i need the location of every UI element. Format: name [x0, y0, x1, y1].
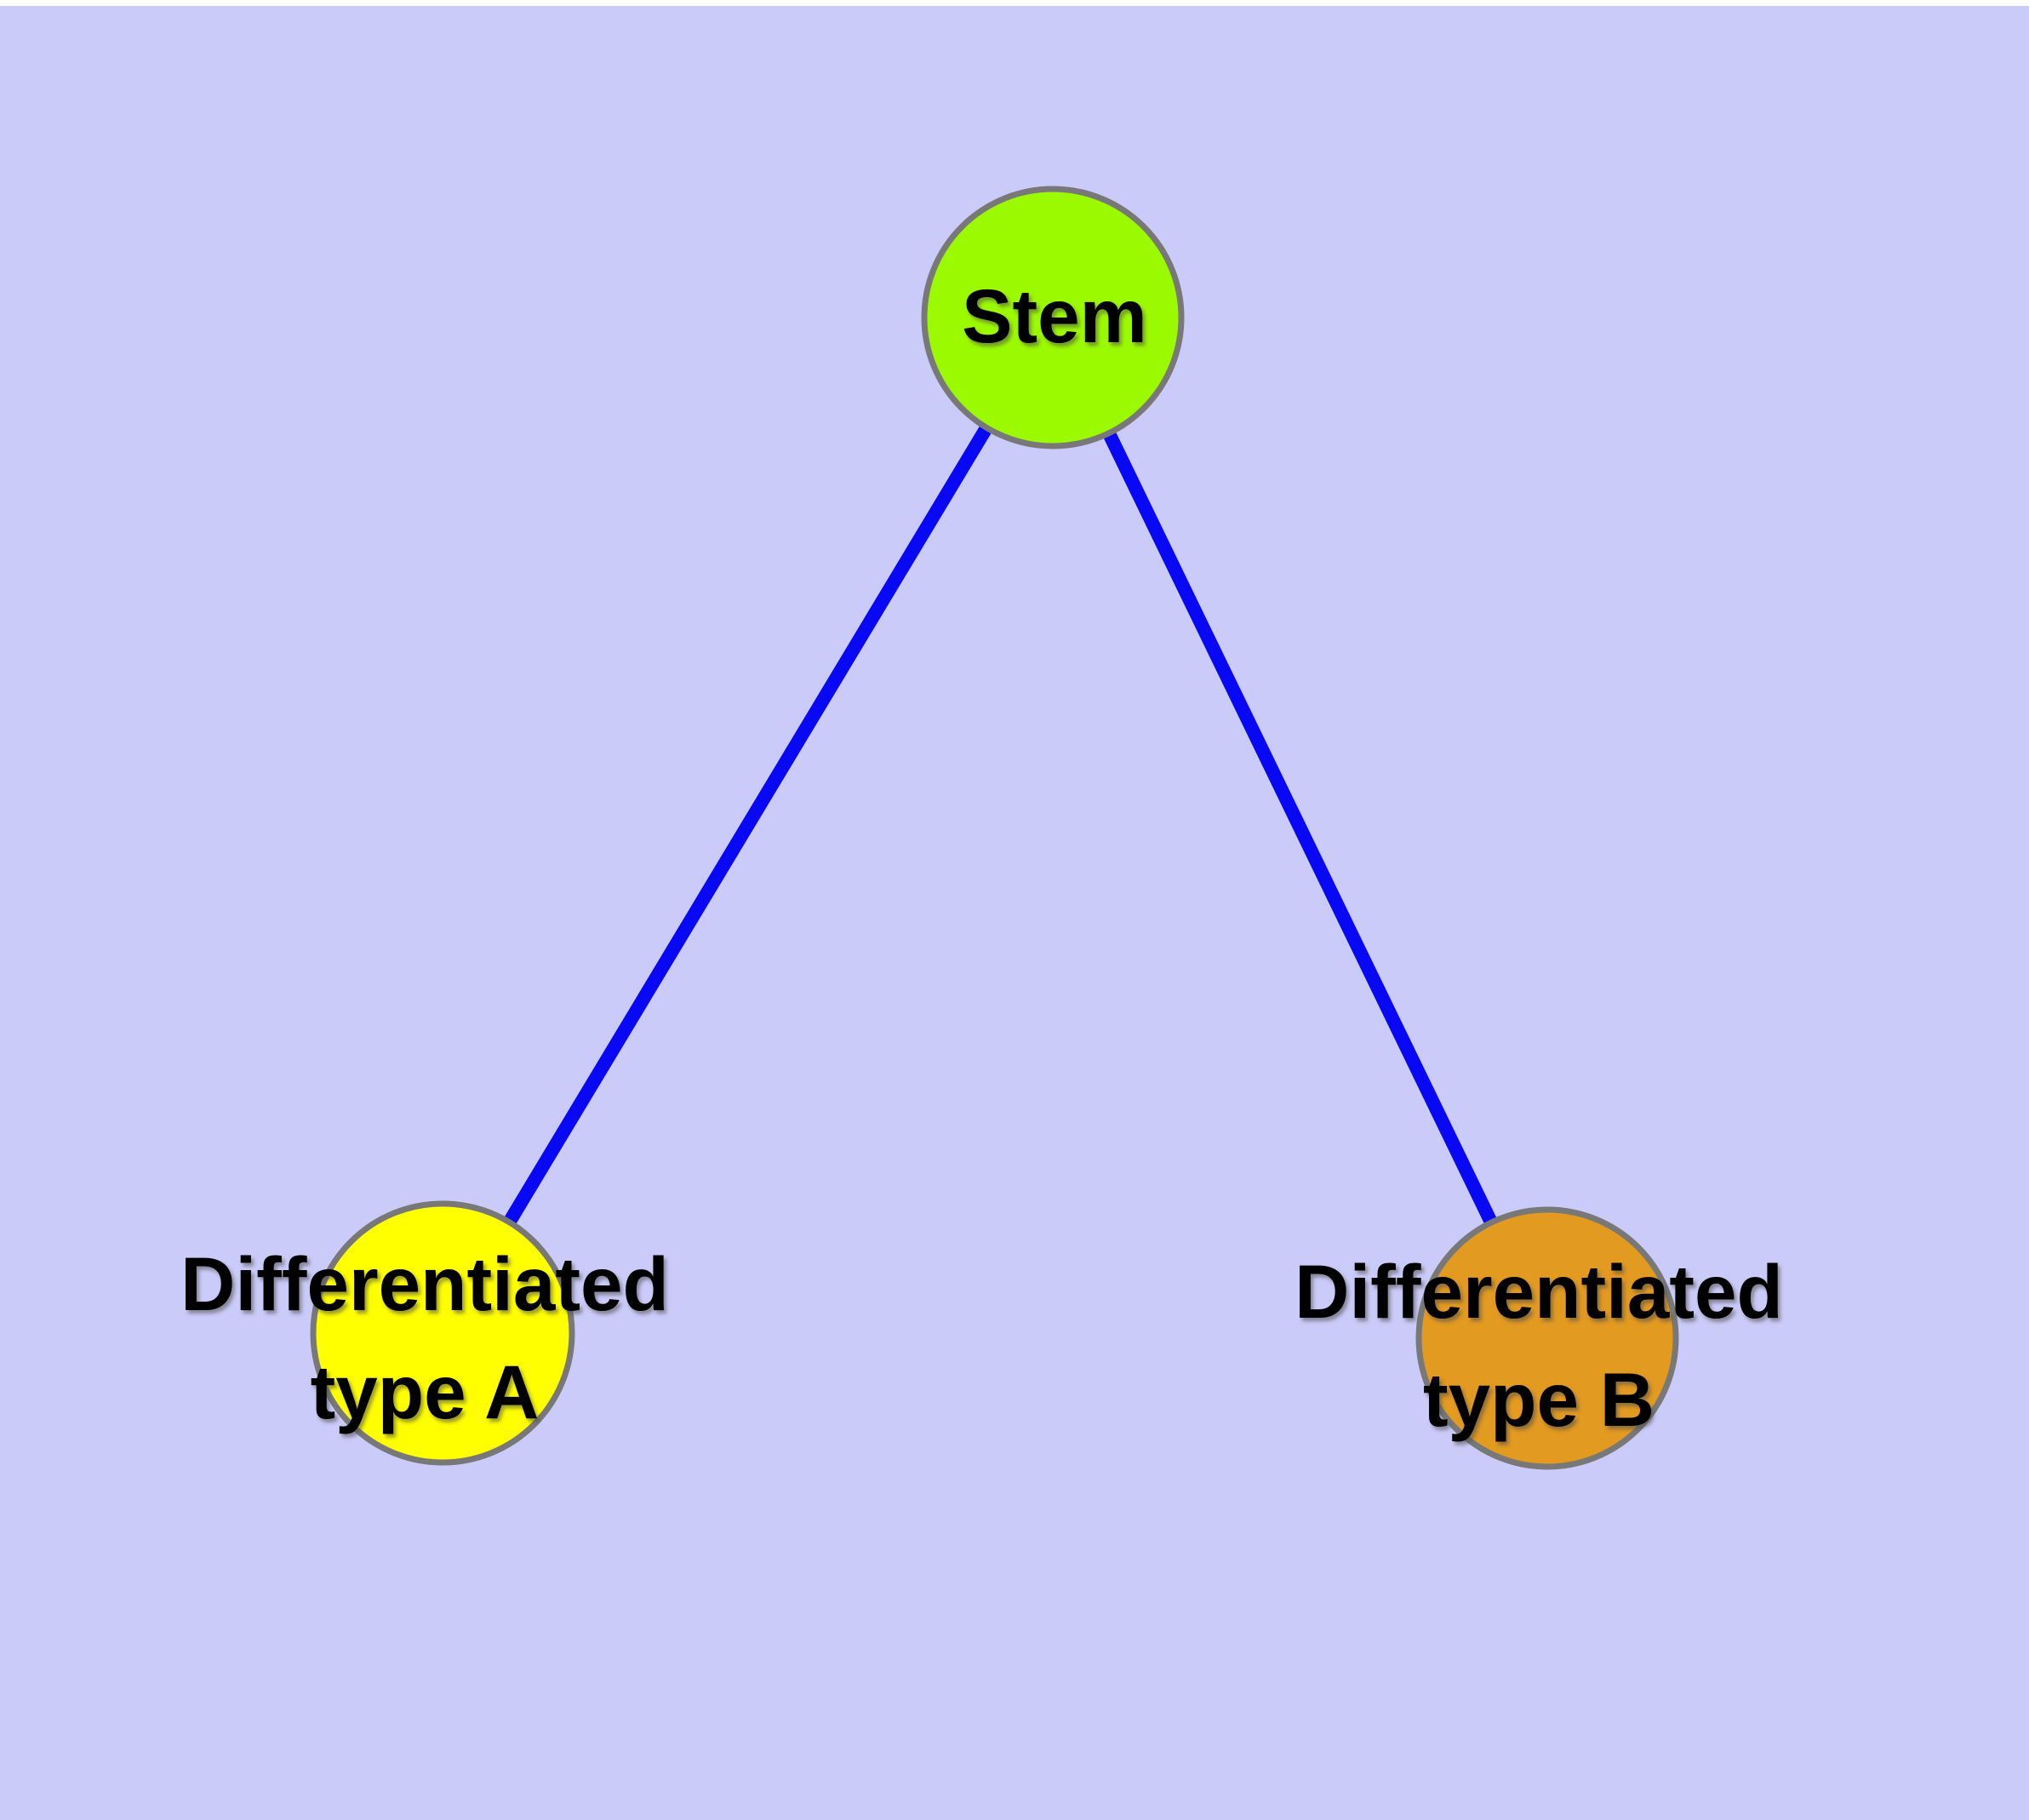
- node-differentiated-type-b: [1415, 1206, 1679, 1470]
- edge-stem-to-type-b: [1046, 314, 1554, 1342]
- node-type-a-label-line2: type A: [310, 1349, 540, 1434]
- node-type-b-label: Differentiated type B: [1295, 1238, 1783, 1454]
- node-stem: [921, 186, 1185, 449]
- node-type-b-label-line1: Differentiated: [1295, 1249, 1783, 1334]
- node-type-a-label-line1: Differentiated: [180, 1241, 669, 1326]
- edge-stem-to-type-a: [437, 313, 1059, 1337]
- node-type-b-label-line2: type B: [1422, 1357, 1655, 1442]
- node-type-a-label: Differentiated type A: [180, 1230, 669, 1446]
- top-border-strip: [0, 0, 2029, 6]
- node-stem-label: Stem: [962, 273, 1147, 358]
- node-differentiated-type-a: [310, 1200, 575, 1466]
